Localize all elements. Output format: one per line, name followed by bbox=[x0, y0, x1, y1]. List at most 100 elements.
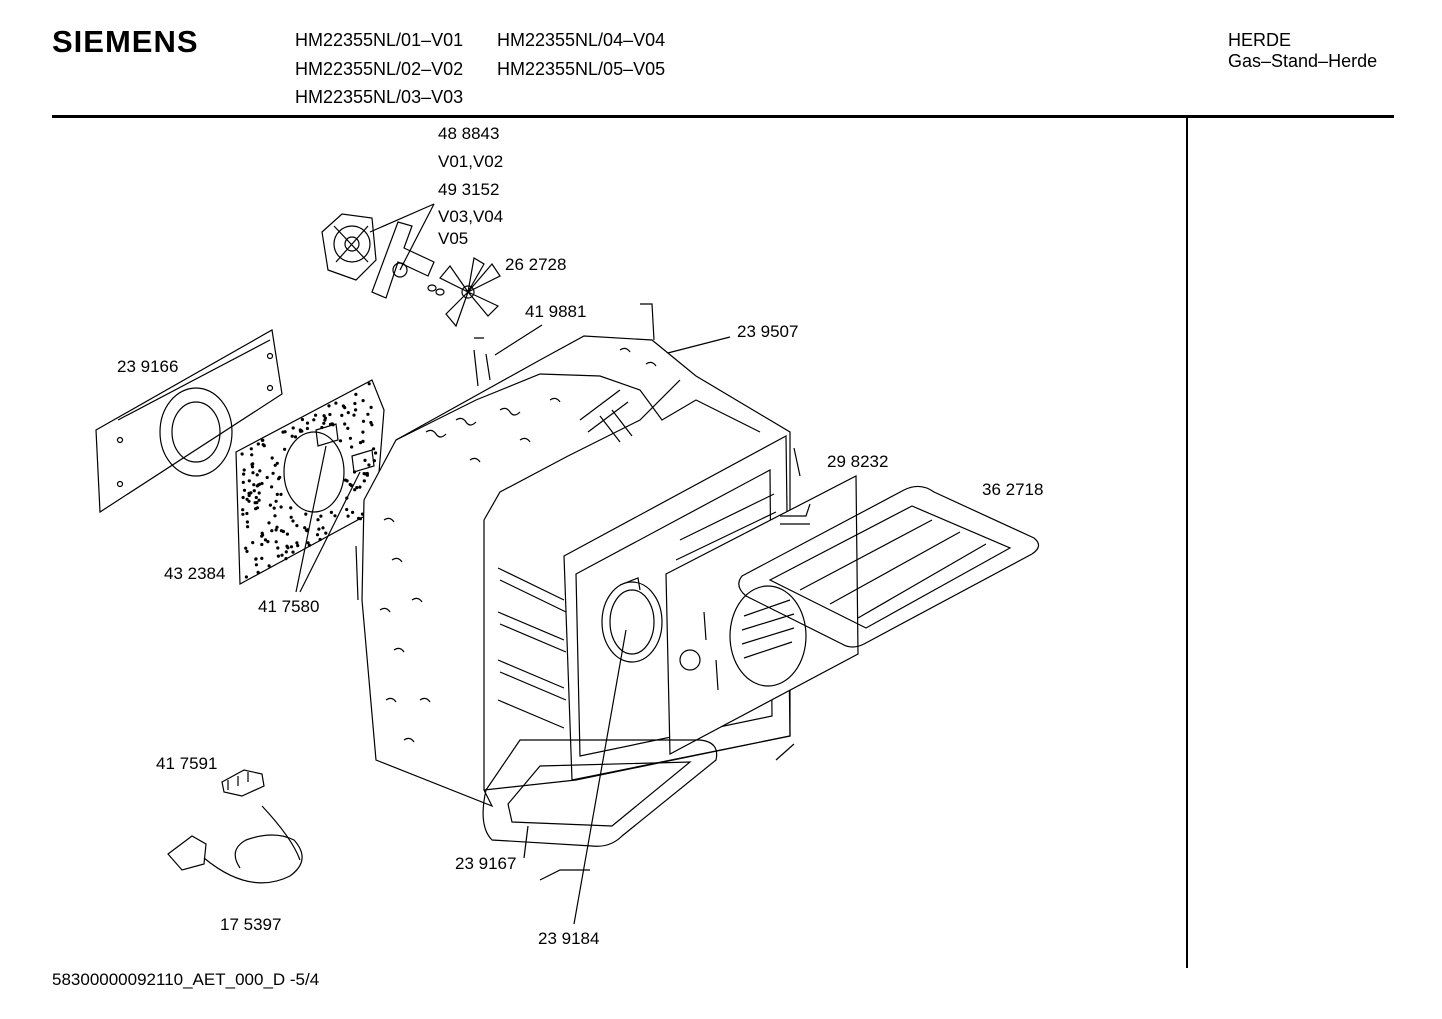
perforation-dot bbox=[358, 441, 363, 445]
perforation-dot bbox=[286, 546, 290, 550]
perforation-dot bbox=[246, 525, 250, 529]
perforation-dot bbox=[250, 453, 254, 457]
fan-motor-part bbox=[321, 213, 377, 281]
perforation-dot bbox=[321, 526, 325, 530]
perforation-dot bbox=[372, 447, 376, 451]
perforation-dot bbox=[261, 438, 265, 442]
part-number-grill-element: 36 2718 bbox=[982, 480, 1043, 499]
insulation-plate-part bbox=[235, 379, 385, 585]
perforation-dot bbox=[250, 462, 254, 467]
perforation-dot bbox=[265, 475, 269, 480]
perforation-dot bbox=[260, 481, 264, 486]
perforation-dot bbox=[346, 426, 350, 430]
perforation-dot bbox=[254, 495, 258, 500]
model-number-2: HM22355NL/02–V02 bbox=[295, 59, 464, 79]
perforation-dot bbox=[247, 491, 251, 495]
perforation-dot bbox=[253, 501, 257, 505]
model-number-5: HM22355NL/05–V05 bbox=[497, 59, 666, 79]
perforation-dot bbox=[293, 435, 298, 439]
perforation-dot bbox=[289, 506, 293, 510]
perforation-dot bbox=[260, 556, 264, 561]
perforation-dot bbox=[251, 471, 255, 475]
perforation-dot bbox=[256, 570, 260, 575]
perforation-dot bbox=[273, 514, 277, 518]
perforation-dot bbox=[254, 563, 258, 567]
perforation-dot bbox=[291, 519, 295, 523]
perforation-dot bbox=[351, 510, 355, 514]
perforation-dot bbox=[241, 495, 245, 500]
perforation-dot bbox=[270, 456, 274, 460]
part-number-oven-muffle: 23 9507 bbox=[737, 322, 798, 341]
perforation-dot bbox=[358, 485, 362, 489]
perforation-dot bbox=[270, 485, 274, 489]
perforation-dot bbox=[255, 484, 259, 488]
perforation-dot bbox=[279, 492, 283, 496]
perforation-dot bbox=[254, 507, 258, 511]
perforation-dot bbox=[244, 575, 248, 579]
perforation-dot bbox=[283, 447, 287, 451]
perforation-dot bbox=[263, 538, 268, 542]
perforation-dot bbox=[334, 401, 338, 405]
part-number-bracket-clip: 41 9881 bbox=[525, 302, 586, 321]
perforation-dot bbox=[279, 529, 283, 533]
perforation-dot bbox=[271, 471, 275, 475]
perforation-dot bbox=[241, 512, 245, 516]
perforation-dot bbox=[280, 553, 284, 557]
perforation-dot bbox=[291, 550, 295, 554]
perforation-dot bbox=[346, 411, 350, 415]
perforation-dot bbox=[318, 537, 322, 542]
perforation-dot bbox=[327, 404, 331, 408]
perforation-dot bbox=[319, 514, 323, 518]
variant-note-2: V03,V04 bbox=[438, 207, 503, 226]
perforation-dot bbox=[312, 418, 316, 422]
perforation-dot bbox=[305, 421, 310, 425]
rear-heating-panel-part bbox=[665, 475, 859, 755]
perforation-dot bbox=[245, 497, 249, 501]
model-number-1: HM22355NL/01–V01 bbox=[295, 30, 464, 50]
perforation-dot bbox=[274, 528, 278, 532]
side-divider bbox=[1186, 118, 1188, 968]
perforation-dot bbox=[361, 399, 365, 403]
fan-wheel-part bbox=[427, 257, 501, 328]
perforation-dot bbox=[249, 447, 253, 451]
variant-note-3: V05 bbox=[438, 229, 468, 248]
perforation-dot bbox=[270, 529, 274, 533]
perforation-dot bbox=[350, 445, 354, 449]
perforation-dot bbox=[329, 510, 333, 514]
perforation-dot bbox=[241, 480, 245, 484]
perforation-dot bbox=[278, 475, 282, 479]
perforation-dot bbox=[304, 512, 308, 516]
perforation-dot bbox=[251, 541, 255, 545]
perforation-dot bbox=[274, 540, 278, 544]
perforation-dot bbox=[354, 392, 358, 396]
perforation-dot bbox=[353, 488, 357, 492]
perforation-dot bbox=[284, 557, 288, 561]
perforation-dot bbox=[343, 422, 347, 426]
document-id: 58300000092110_AET_000_D -5/4 bbox=[52, 970, 320, 989]
perforation-dot bbox=[291, 426, 295, 430]
perforation-dot bbox=[290, 434, 294, 438]
perforation-dot bbox=[353, 401, 357, 406]
perforation-dot bbox=[314, 413, 318, 417]
brand-logo: SIEMENS bbox=[52, 24, 199, 59]
part-number-fan-bracket: 49 3152 bbox=[438, 180, 499, 199]
connector-block-part bbox=[221, 769, 265, 797]
mains-cable-part bbox=[167, 805, 303, 884]
perforation-dot bbox=[322, 421, 326, 425]
perforation-dot bbox=[242, 472, 246, 476]
perforation-dot bbox=[245, 511, 249, 516]
rear-panel-part bbox=[95, 329, 283, 514]
perforation-dot bbox=[369, 405, 373, 409]
perforation-dot bbox=[298, 429, 303, 433]
perforation-dot bbox=[268, 503, 272, 507]
perforation-dot bbox=[272, 506, 276, 510]
perforation-dot bbox=[275, 461, 279, 465]
perforation-dot bbox=[284, 550, 288, 554]
clip-parts bbox=[295, 423, 375, 593]
perforation-dot bbox=[374, 451, 378, 455]
perforation-dot bbox=[266, 540, 270, 544]
perforation-dot bbox=[317, 527, 321, 531]
perforation-dot bbox=[323, 418, 327, 422]
perforation-dot bbox=[362, 472, 366, 476]
category-subtitle: Gas–Stand–Herde bbox=[1228, 51, 1378, 71]
